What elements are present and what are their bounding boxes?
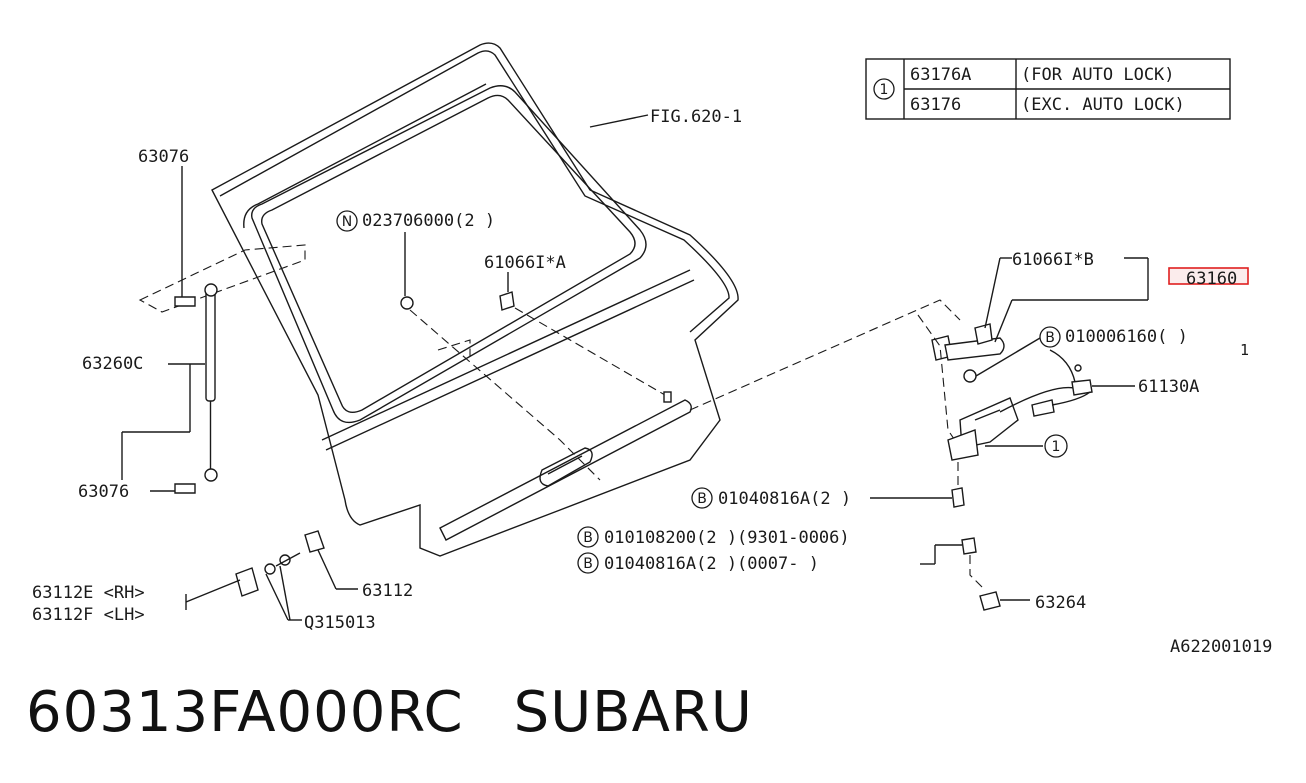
label-harness[interactable]: 61130A — [1138, 377, 1199, 397]
table-row-part: 63176A — [910, 65, 971, 85]
footer-brand: SUBARU — [513, 680, 753, 745]
label-strut-bottom[interactable]: 63076 — [78, 482, 129, 502]
bolt2-mark-circle — [691, 487, 713, 509]
footer: 60313FA000RC SUBARU — [26, 680, 803, 745]
label-fig[interactable]: FIG.620-1 — [650, 107, 742, 127]
label-bolt2[interactable]: 01040816A(2 ) — [718, 489, 851, 509]
hinge-assembly — [185, 530, 358, 621]
latch-mark[interactable]: 1 — [1052, 439, 1061, 455]
label-bolt1-suffix: 1 — [1240, 341, 1249, 359]
nut-mark-circle — [336, 210, 358, 232]
label-strut-top[interactable]: 63076 — [138, 147, 189, 167]
tailgate-panel — [211, 42, 739, 557]
label-hinge-pin[interactable]: 63112 — [362, 581, 413, 601]
label-striker[interactable]: 63264 — [1035, 593, 1086, 613]
table-row-note: (FOR AUTO LOCK) — [1021, 65, 1175, 85]
label-bolt4[interactable]: 01040816A(2 )(0007- ) — [604, 554, 819, 574]
diagram-code: A622001019 — [1170, 637, 1272, 657]
table-key: 1 — [880, 82, 889, 98]
nut-mark: N — [342, 214, 352, 230]
gas-strut — [121, 166, 306, 494]
label-hinge-lh[interactable]: 63112F <LH> — [32, 605, 145, 625]
striker-assembly — [920, 537, 1030, 611]
label-clip-b[interactable]: 61066I*B — [1012, 250, 1094, 270]
label-strut[interactable]: 63260C — [82, 354, 143, 374]
label-nut[interactable]: 023706000(2 ) — [362, 211, 495, 231]
bolt1-mark-circle — [1039, 326, 1061, 348]
label-bolt1[interactable]: 010006160( ) — [1065, 327, 1188, 347]
label-bolt3[interactable]: 010108200(2 )(9301-0006) — [604, 528, 850, 548]
label-highlight-part[interactable]: 63160 — [1186, 269, 1237, 289]
latch-mark-circle — [1044, 434, 1068, 458]
label-hinge-rh[interactable]: 63112E <RH> — [32, 583, 145, 603]
bolt4-mark: B — [583, 556, 593, 572]
footer-part-number: 60313FA000RC — [26, 680, 464, 745]
table-row-part: 63176 — [910, 95, 961, 115]
bolt3-mark-circle — [577, 526, 599, 548]
label-hinge-bolt[interactable]: Q315013 — [304, 613, 376, 633]
table-key-circle — [873, 78, 895, 100]
leader-lines — [400, 114, 961, 481]
bolt2-mark: B — [697, 491, 707, 507]
bolt3-mark: B — [583, 530, 593, 546]
label-clip-a[interactable]: 61066I*A — [484, 253, 566, 273]
bolt1-mark: B — [1045, 330, 1055, 346]
variant-table: 1 63176A (FOR AUTO LOCK) 63176 (EXC. AUT… — [865, 58, 1231, 120]
table-row-note: (EXC. AUTO LOCK) — [1021, 95, 1185, 115]
bolt4-mark-circle — [577, 552, 599, 574]
latch-assembly — [870, 257, 1149, 508]
highlight-box — [1168, 267, 1249, 285]
